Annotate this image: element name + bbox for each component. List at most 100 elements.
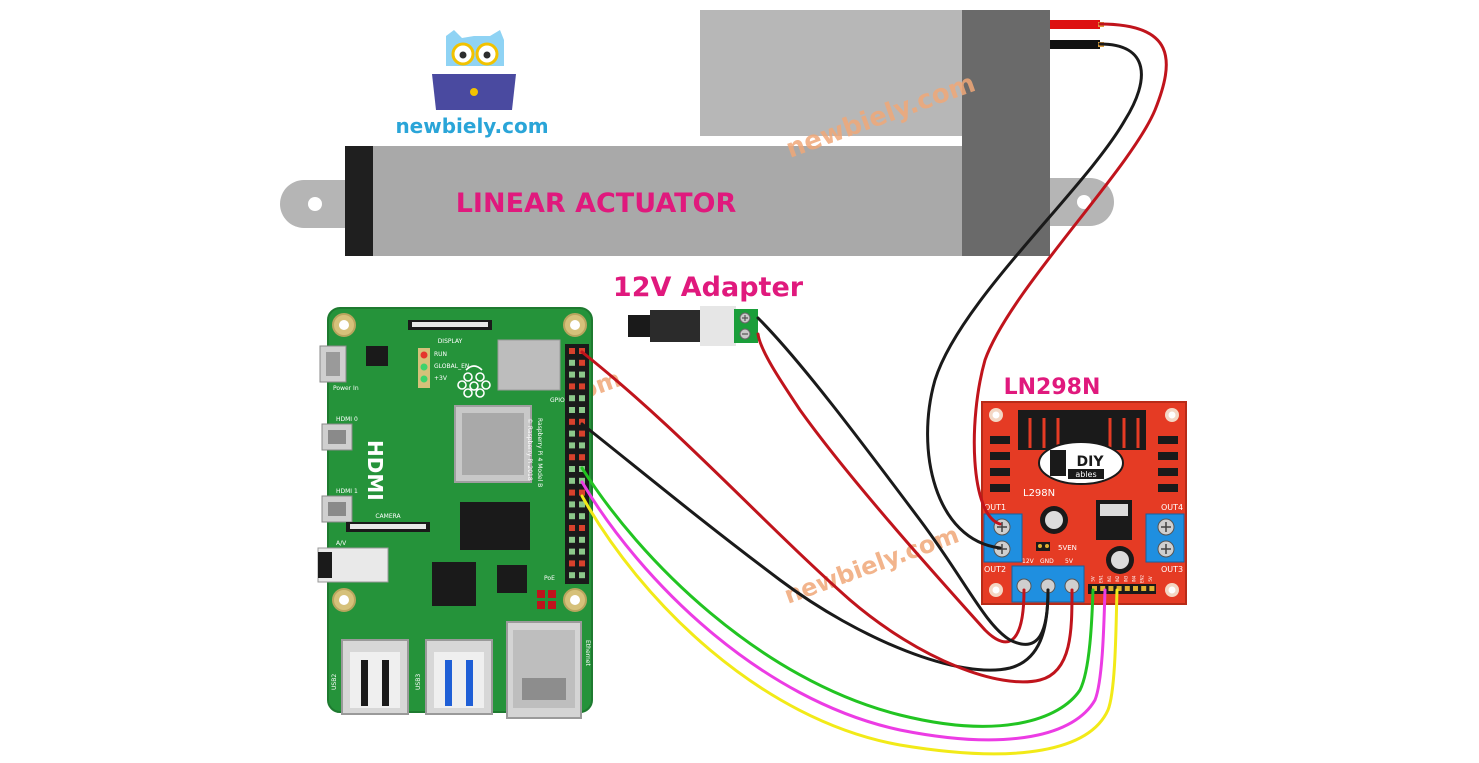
gpio-pin: [579, 430, 585, 437]
control-pin-label: EN1: [1099, 575, 1104, 584]
gpio-pin: [569, 418, 575, 425]
usb-controller-chip: [432, 562, 476, 606]
wire-pi-gnd: [580, 422, 1050, 672]
display-silk: DISPLAY: [438, 338, 463, 345]
svg-text:RUN: RUN: [434, 351, 447, 358]
gpio-pins: [569, 348, 585, 579]
wire-pi-yellow: [580, 494, 1119, 756]
control-pin: [1124, 586, 1130, 591]
watermark-3: newbiely.com: [780, 520, 962, 609]
diodes: [990, 436, 1178, 492]
gpio-pin: [579, 513, 585, 520]
5ven-jumper: 5VEN: [1036, 542, 1077, 552]
brand-text: DIY: [1077, 454, 1105, 470]
gpio-pin: [579, 454, 585, 461]
wire-pi-green: [580, 466, 1095, 728]
out1-label: OUT1: [984, 503, 1006, 512]
wires: [580, 22, 1168, 756]
gpio-pin: [579, 359, 585, 366]
copyright-silk: © Raspberry Pi 2018: [526, 418, 533, 481]
gpio-pin: [579, 489, 585, 496]
svg-text:5V: 5V: [1065, 558, 1074, 565]
hdmi-0-port: HDMI 0: [321, 416, 358, 451]
gpio-pin: [569, 572, 575, 579]
status-leds: RUN GLOBAL_EN +3V: [418, 348, 469, 388]
adapter-plug-tip: [628, 315, 650, 337]
wire-adapter-black: [756, 316, 1050, 646]
actuator-end-cap: [345, 146, 373, 256]
actuator-red-lead: [1050, 20, 1100, 29]
ethernet-port: Ethernet: [506, 621, 591, 719]
actuator-tube: [372, 146, 962, 256]
svg-text:USB2: USB2: [331, 674, 338, 690]
wifi-module: [497, 339, 561, 391]
gpio-pin: [569, 395, 575, 402]
out4-label: OUT4: [1161, 503, 1183, 512]
actuator-right-hole: [1077, 195, 1091, 209]
svg-text:A/V: A/V: [336, 540, 347, 547]
linear-actuator: LINEAR ACTUATOR: [280, 10, 1114, 256]
svg-text:Ethernet: Ethernet: [584, 640, 591, 666]
usb3-port: USB3: [415, 639, 493, 715]
wire-pi-5v: [580, 350, 1074, 684]
dc-adapter: 12V Adapter: [613, 272, 804, 346]
gpio-pin: [579, 525, 585, 531]
gpio-pin: [569, 525, 575, 531]
brand-subtext: ables: [1075, 470, 1096, 479]
gpio-pin: [569, 430, 575, 437]
newbiely-logo: newbiely.com: [395, 30, 549, 138]
gpio-pin: [579, 407, 585, 413]
control-pin: [1108, 586, 1114, 591]
actuator-left-hole: [308, 197, 322, 211]
power-in-silk: Power In: [333, 385, 359, 392]
usb2-port: USB2: [331, 639, 409, 715]
svg-text:GLOBAL_EN: GLOBAL_EN: [434, 363, 469, 370]
control-pin-label: IN4: [1132, 575, 1137, 582]
control-pin: [1116, 586, 1122, 591]
actuator-black-lead: [1050, 40, 1100, 49]
svg-text:HDMI 1: HDMI 1: [336, 488, 358, 495]
svg-text:USB3: USB3: [415, 674, 422, 690]
gpio-pin: [579, 418, 585, 425]
gpio-pin: [569, 501, 575, 508]
control-pin: [1092, 586, 1097, 591]
chip-label: L298N: [1023, 488, 1055, 499]
pmic-chip: [366, 346, 388, 366]
control-pin-label: IN3: [1123, 575, 1128, 582]
out12-terminal: [983, 513, 1023, 563]
actuator-gear-block: [962, 10, 1050, 256]
diyables-logo: DIY ables: [1038, 441, 1124, 485]
control-pin: [1100, 586, 1106, 591]
hdmi-silk: HDMI: [363, 440, 387, 501]
ram-chip: [460, 502, 530, 550]
actuator-label: LINEAR ACTUATOR: [456, 188, 737, 219]
gpio-pin: [579, 572, 585, 579]
out2-label: OUT2: [984, 565, 1006, 574]
gpio-pin: [579, 501, 585, 508]
gpio-pin: [569, 359, 575, 366]
gpio-pin: [579, 560, 585, 567]
wire-pi-magenta: [580, 480, 1107, 742]
svg-text:GND: GND: [1040, 558, 1054, 565]
gpio-pin: [569, 536, 575, 543]
gpio-pin: [579, 548, 585, 555]
gpio-pin: [569, 407, 575, 413]
raspberry-pi-board: DISPLAY Power In RUN GLOBAL_EN +3V: [317, 307, 593, 719]
gpio-pin: [569, 513, 575, 520]
actuator-motor-body: [700, 10, 962, 136]
svg-text:HDMI 0: HDMI 0: [336, 416, 358, 423]
hdmi-1-port: HDMI 1: [321, 488, 358, 523]
ethernet-chip: [497, 565, 527, 593]
wire-actuator-black: [926, 42, 1143, 550]
gpio-pin: [569, 466, 575, 472]
gpio-pin: [569, 348, 575, 354]
svg-text:+3V: +3V: [434, 375, 448, 382]
gpio-pin: [569, 371, 575, 378]
out34-terminal: [1145, 513, 1185, 563]
control-pin-label: IN2: [1115, 575, 1120, 582]
adapter-jack-body: [700, 306, 736, 346]
control-pin-label: IN1: [1107, 575, 1112, 582]
control-pin: [1149, 586, 1155, 591]
control-header: [1088, 584, 1156, 594]
